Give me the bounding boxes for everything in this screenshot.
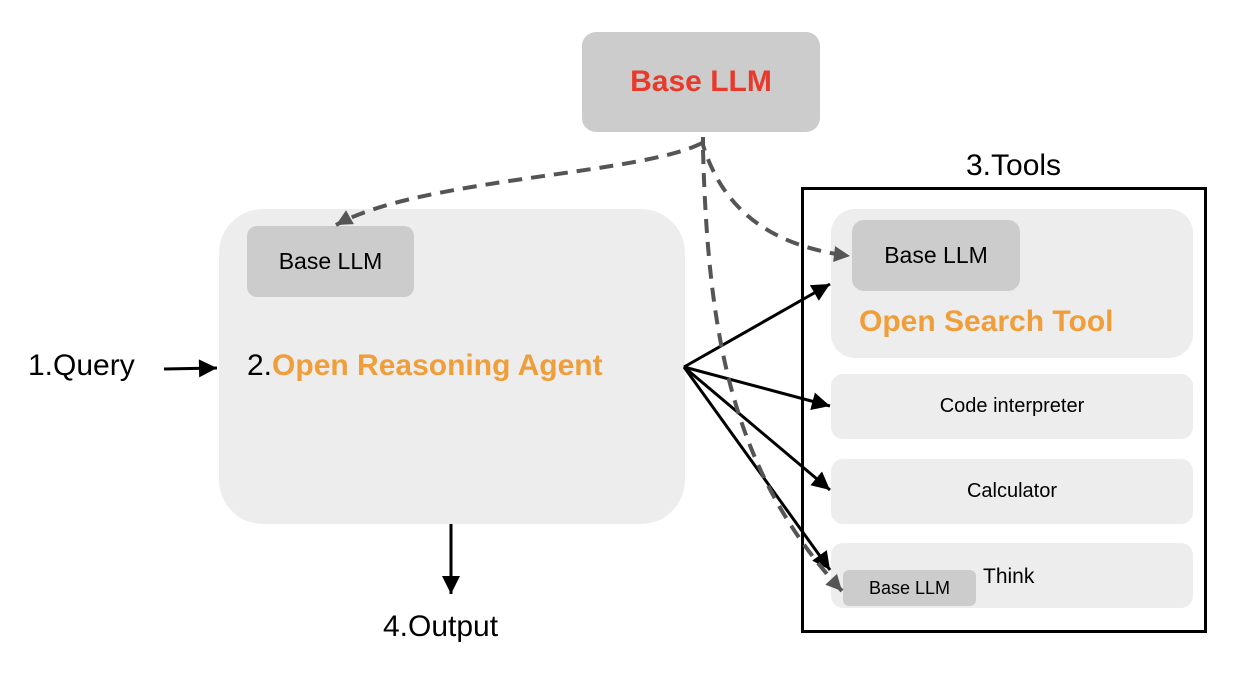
think-base-llm-label: Base LLM — [868, 577, 951, 598]
agent-title-text: Open Reasoning Agent — [272, 349, 603, 382]
reasoning-agent-box: Base LLM 2.Open Reasoning Agent — [219, 209, 685, 524]
search-tool-title: Open Search Tool — [859, 305, 1114, 338]
output-label: 4.Output — [383, 610, 499, 643]
agent-base-llm-box: Base LLM — [247, 226, 414, 297]
agent-base-llm-label: Base LLM — [278, 248, 383, 274]
think-box: Base LLM Think — [831, 543, 1193, 608]
query-label: 1.Query — [28, 349, 135, 382]
agent-number: 2. — [247, 349, 273, 382]
open-search-tool-box: Base LLM Open Search Tool — [831, 209, 1193, 358]
query-to-agent-arrow — [163, 359, 218, 378]
tools-title: 3.Tools — [966, 149, 1062, 182]
code-interpreter-box: Code interpreter — [831, 374, 1193, 439]
code-interpreter-label: Code interpreter — [939, 395, 1085, 417]
search-base-llm-box: Base LLM — [852, 220, 1020, 291]
base-llm-main-box: Base LLM — [582, 32, 820, 132]
think-base-llm-box: Base LLM — [843, 570, 976, 606]
think-label: Think — [983, 565, 1035, 588]
calculator-label: Calculator — [966, 480, 1058, 502]
base-llm-main-label: Base LLM — [630, 65, 772, 98]
agent-title: 2.Open Reasoning Agent — [247, 349, 603, 383]
search-base-llm-label: Base LLM — [884, 242, 988, 268]
calculator-box: Calculator — [831, 459, 1193, 524]
